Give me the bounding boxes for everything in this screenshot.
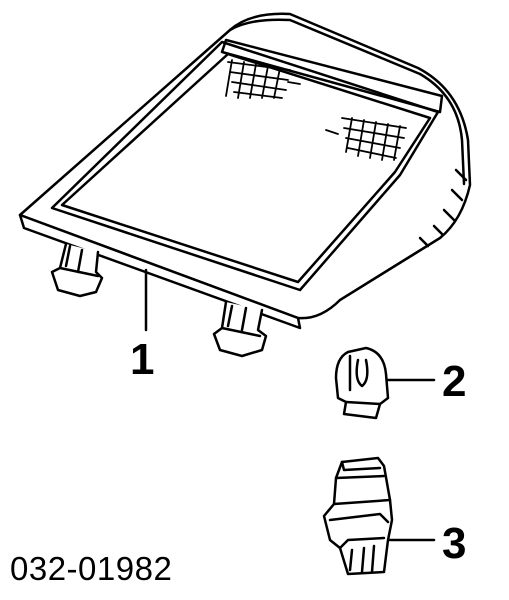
diagram-code: 032-01982 bbox=[10, 550, 173, 587]
bulb-socket bbox=[322, 456, 436, 576]
callout-1: 1 bbox=[130, 335, 155, 384]
callout-2: 2 bbox=[442, 357, 467, 406]
stop-lamp-housing bbox=[18, 12, 472, 358]
callout-3: 3 bbox=[442, 519, 467, 568]
bulb bbox=[334, 346, 436, 420]
